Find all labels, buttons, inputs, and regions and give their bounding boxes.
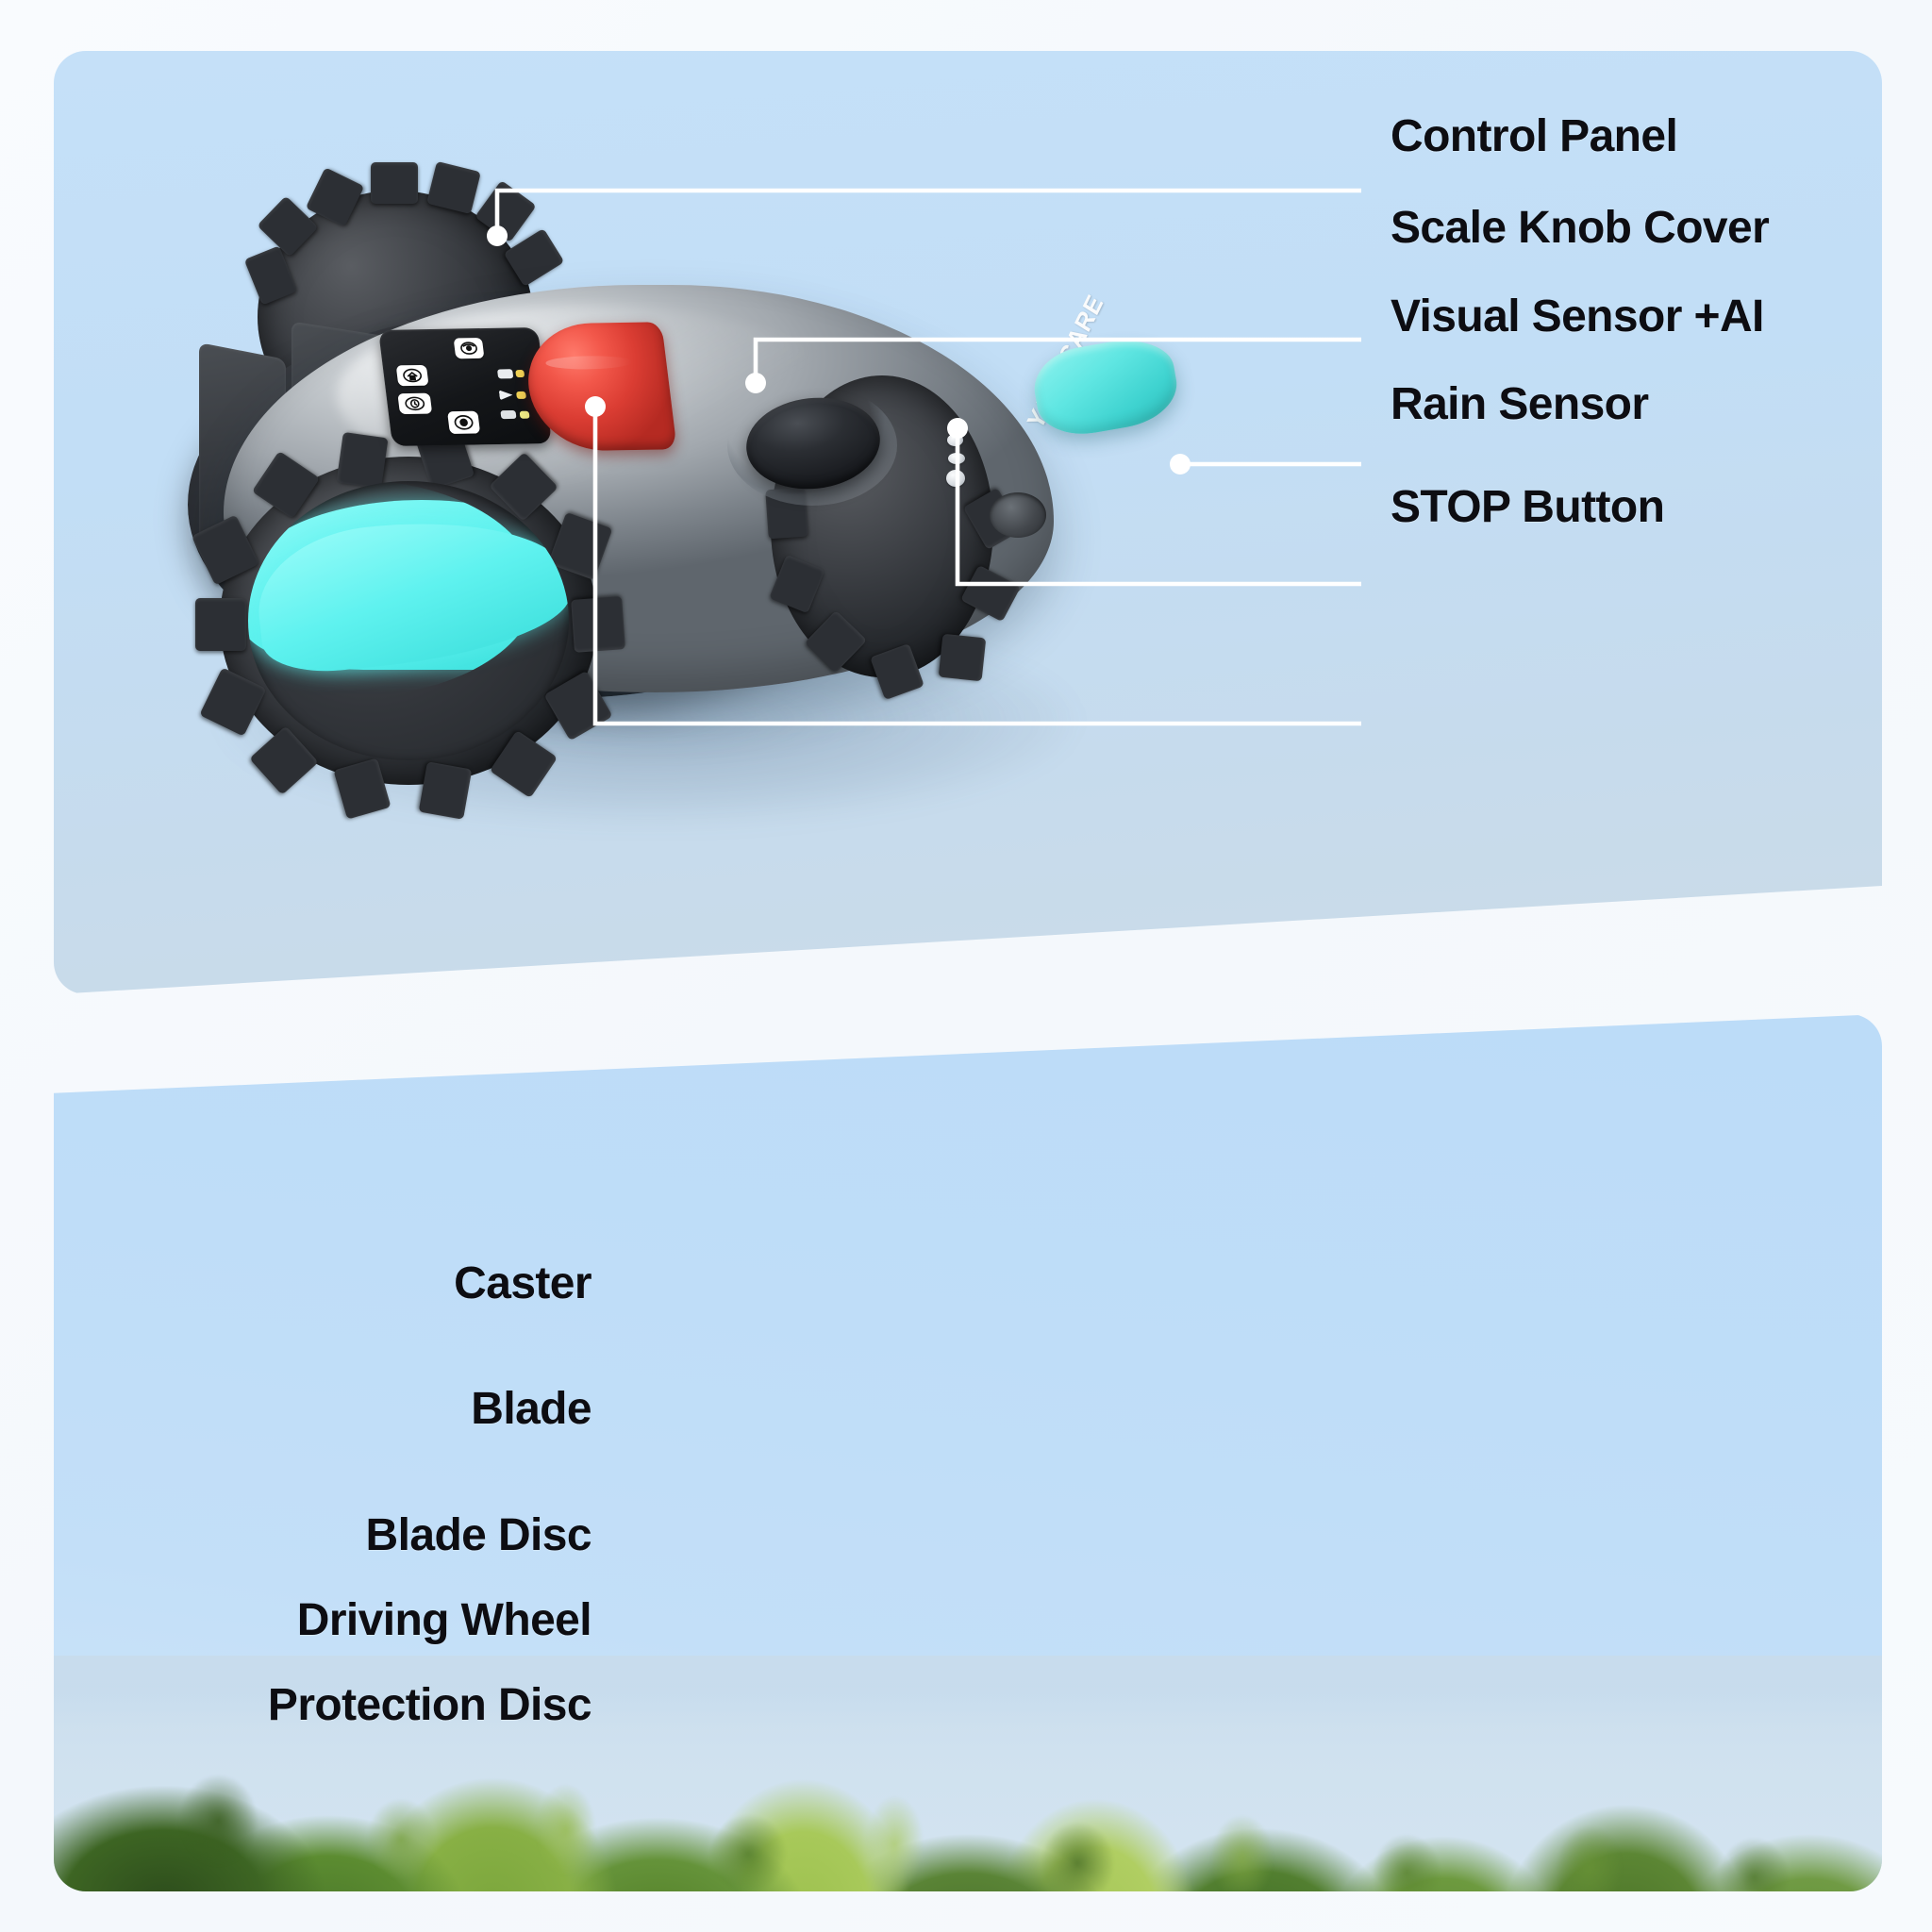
callout-label-caster: Caster (454, 1258, 591, 1308)
play-led-tip (516, 391, 527, 399)
rain-sensor-dot-3 (946, 470, 965, 487)
callout-label-scale-knob-cover: Scale Knob Cover (1391, 203, 1770, 253)
callout-label-protection-disc: Protection Disc (267, 1680, 592, 1730)
home-icon[interactable] (395, 364, 429, 387)
foliage-photo-strip (54, 1656, 1882, 1891)
charging-port (990, 492, 1046, 538)
callout-label-rain-sensor: Rain Sensor (1391, 379, 1649, 429)
wheel-hub (248, 481, 569, 760)
power-icon[interactable] (447, 410, 481, 435)
callout-label-blade: Blade (471, 1384, 591, 1434)
callout-label-control-panel: Control Panel (1391, 111, 1678, 161)
rain-sensor-dot-1 (947, 434, 963, 446)
visual-sensor-ai (1028, 331, 1183, 442)
signal-led (500, 409, 517, 420)
callout-label-stop-button: STOP Button (1391, 482, 1665, 532)
callout-label-visual-sensor-ai: Visual Sensor +AI (1391, 291, 1764, 341)
callout-label-driving-wheel: Driving Wheel (296, 1595, 592, 1645)
battery-led (496, 369, 514, 379)
rain-sensor-dot-2 (948, 453, 965, 464)
control-panel-pad[interactable] (377, 326, 553, 447)
play-led (499, 390, 513, 400)
signal-led-tip (519, 410, 530, 419)
driving-wheel-front (191, 426, 625, 820)
battery-led-tip (515, 370, 525, 378)
mow-icon[interactable] (453, 337, 485, 359)
mower-top-illustration: YARDCARE (167, 160, 1224, 834)
callout-label-blade-disc: Blade Disc (365, 1510, 592, 1560)
schedule-icon[interactable] (397, 392, 433, 415)
